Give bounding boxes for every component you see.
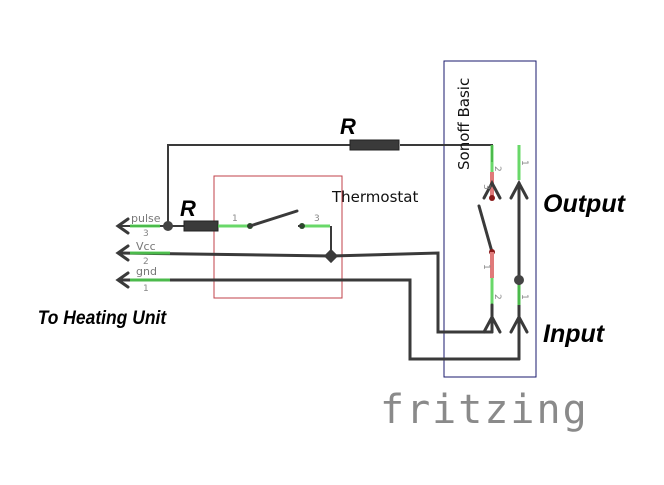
- thermostat-label: Thermostat: [331, 188, 418, 206]
- resistor-left: [183, 220, 219, 232]
- junction-pulse: [163, 221, 173, 231]
- sonoff-out-left-top-number: 2: [492, 166, 502, 172]
- arrow-pulse-icon: [115, 217, 130, 235]
- switch-lever: [248, 209, 299, 228]
- sonoff-in-right-number: 1: [519, 294, 529, 300]
- arrow-gnd-icon: [115, 271, 130, 289]
- pin-gnd-label: gnd: [136, 265, 157, 278]
- sonoff-in-left-top-number: 1: [481, 264, 491, 270]
- input-label: Input: [543, 320, 606, 348]
- resistor-top: [349, 139, 400, 151]
- wire-gnd: [118, 278, 521, 361]
- pin-gnd-number: 1: [143, 284, 149, 294]
- pin-vcc-number: 2: [143, 257, 149, 267]
- fritzing-watermark: fritzing: [380, 387, 589, 433]
- junction-sonoff-right: [514, 275, 524, 285]
- sonoff-out-right-number: 1: [519, 160, 529, 166]
- output-label: Output: [543, 190, 627, 218]
- junction-vcc: [323, 248, 339, 264]
- heating-unit-label: To Heating Unit: [38, 306, 167, 328]
- relay-switch-lever: [477, 204, 494, 254]
- resistor-left-label: R: [180, 196, 196, 221]
- pin-vcc-label: Vcc: [136, 240, 156, 253]
- sonoff-out-left-fork-icon: [482, 179, 502, 200]
- arrow-vcc-icon: [115, 244, 130, 262]
- wire-top-right: [400, 144, 493, 162]
- thermo-pin-right-number: 3: [314, 214, 320, 224]
- sonoff-label: Sonoff Basic: [455, 78, 473, 170]
- sonoff-box: [443, 60, 537, 378]
- wire-vcc: [118, 251, 494, 334]
- pin-pulse-label: pulse: [131, 212, 161, 225]
- resistor-top-label: R: [340, 114, 356, 139]
- thermo-pin-left-number: 1: [232, 214, 238, 224]
- wire-top-left: [167, 144, 350, 226]
- sonoff-out-left-bottom-number: 3: [481, 184, 491, 190]
- pin-pulse-number: 3: [143, 229, 149, 239]
- sonoff-in-right-fork-icon: [509, 313, 529, 334]
- thermostat-box: [213, 175, 343, 299]
- sonoff-out-contact: [489, 195, 495, 201]
- sonoff-in-left-bottom-number: 2: [492, 294, 502, 300]
